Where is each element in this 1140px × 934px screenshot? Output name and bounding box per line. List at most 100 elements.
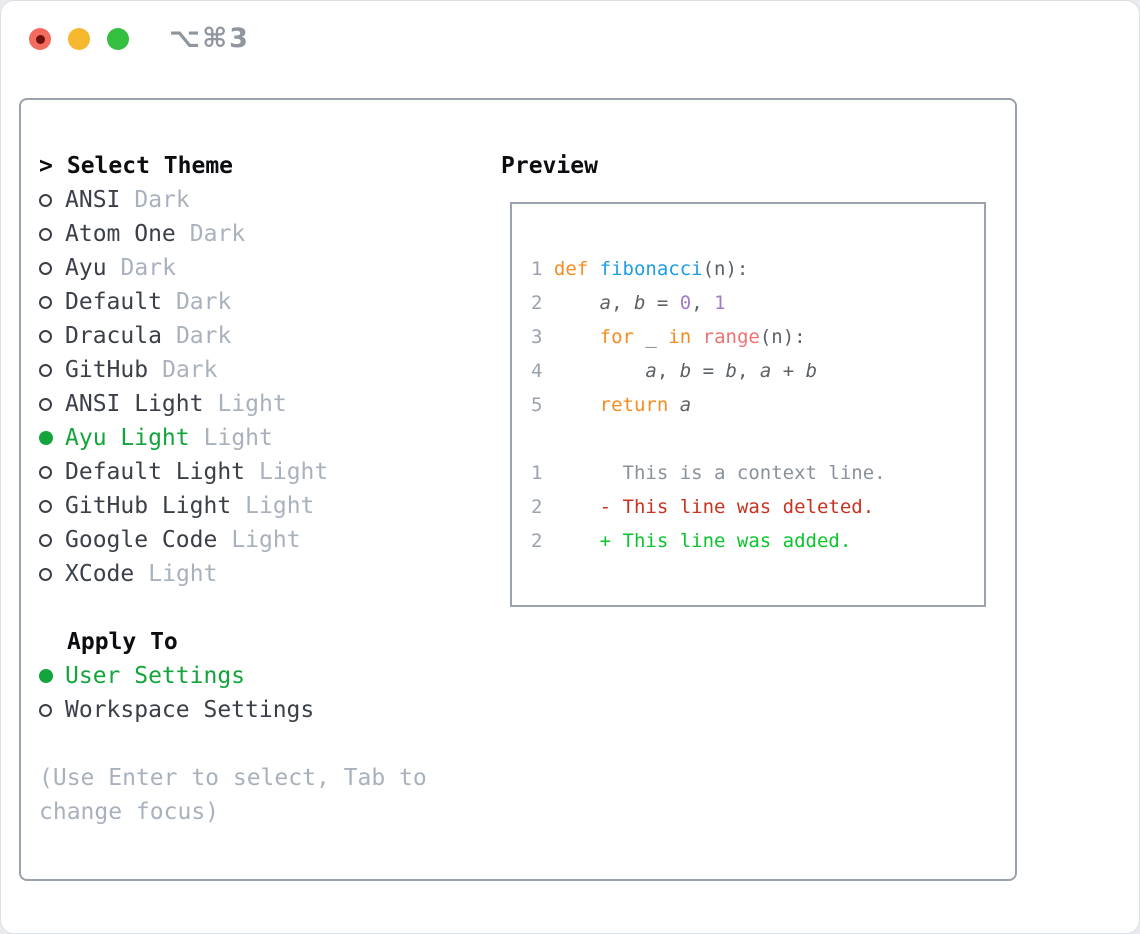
code-token [554,326,600,348]
theme-name: Default Light [65,459,246,485]
code-token [554,394,600,416]
code-token: - This line was deleted. [553,496,875,518]
code-token: + This line was added. [553,530,852,552]
select-theme-title: Select Theme [66,153,234,179]
theme-option-default-light[interactable]: Default Light Light [39,455,459,489]
code-token: fibonacci [599,258,703,280]
radio-icon [39,397,52,411]
theme-name: Default [65,289,162,315]
radio-icon [39,329,52,343]
theme-option-ayu[interactable]: Ayu Dark [39,251,459,285]
code-line: 2 + This line was added. [531,524,984,558]
theme-variant-label: Light [148,561,218,587]
code-token: b [633,292,646,314]
radio-icon [39,261,52,275]
code-token: range [702,326,760,348]
radio-icon [39,227,52,241]
theme-name: GitHub [65,357,149,383]
radio-selected-icon [39,669,53,683]
theme-variant-label: Dark [120,255,176,281]
code-line: 1 This is a context line. [531,456,984,490]
code-token: a [679,394,692,416]
code-token: , [691,292,715,314]
theme-variant-label: Light [245,493,315,519]
code-token: (n): [759,326,806,348]
theme-name: ANSI Light [65,391,204,417]
theme-name: Dracula [65,323,162,349]
apply-option-workspace-settings[interactable]: Workspace Settings [39,693,459,727]
hint-text: (Use Enter to select, Tab to change focu… [39,765,427,825]
code-line: 5 return a [531,388,984,422]
preview-header: Preview [501,153,598,179]
theme-variant-label: Dark [175,289,232,315]
code-token [554,360,646,382]
minimize-button[interactable] [68,28,90,50]
theme-variant-label: Light [259,459,329,485]
code-token [691,326,702,348]
theme-name: XCode [65,561,135,587]
code-token: _ [633,326,669,348]
theme-option-dracula[interactable]: Dracula Dark [39,319,459,353]
theme-option-xcode[interactable]: XCode Light [39,557,459,591]
code-token: , [736,360,760,382]
apply-option-user-settings[interactable]: User Settings [39,659,459,693]
theme-option-ansi[interactable]: ANSI Dark [39,183,459,217]
apply-name: Workspace Settings [65,697,315,723]
code-line: 3 for _ in range(n): [531,320,984,354]
theme-option-github-light[interactable]: GitHub Light Light [39,489,459,523]
code-token: b [679,360,692,382]
theme-variant-label: Dark [189,221,246,247]
line-number: 1 [531,462,543,484]
theme-variant-label: Dark [175,323,232,349]
code-token: b [725,360,737,382]
code-token [668,394,679,416]
code-line: 2 - This line was deleted. [531,490,984,524]
line-number: 3 [531,326,543,348]
line-number: 2 [531,292,543,314]
theme-option-ansi-light[interactable]: ANSI Light Light [39,387,459,421]
code-token: def [553,258,589,280]
radio-icon [39,295,52,309]
code-line: 2 a, b = 0, 1 [531,286,984,320]
select-theme-header: > Select Theme [39,149,459,183]
theme-variant-label: Dark [134,187,190,213]
theme-name: Google Code [65,527,218,553]
code-token: , [656,360,680,382]
spacer [39,591,459,625]
radio-icon [39,703,52,717]
close-button[interactable] [29,28,51,50]
theme-name: GitHub Light [65,493,232,519]
apply-name: User Settings [65,663,246,689]
theme-variant-label: Light [217,391,287,417]
theme-name: Ayu [65,255,107,281]
window-title: ⌥⌘3 [169,23,250,54]
cursor-arrow-icon: > [39,153,53,179]
code-token: 0 [679,292,692,314]
code-token: This is a context line. [553,462,886,484]
line-number: 1 [531,258,543,280]
theme-name: ANSI [65,187,121,213]
close-dot-icon [35,34,45,44]
radio-icon [39,193,52,207]
theme-option-default[interactable]: Default Dark [39,285,459,319]
theme-name: Ayu Light [65,425,190,451]
code-token: = [691,360,726,382]
line-number: 4 [531,360,543,382]
code-token [588,258,599,280]
code-token: , [611,292,634,314]
code-token: 1 [714,292,726,314]
code-token: = [645,292,680,314]
code-token [554,292,600,314]
radio-icon [39,499,52,513]
zoom-button[interactable] [107,28,129,50]
code-token: a [759,360,772,382]
